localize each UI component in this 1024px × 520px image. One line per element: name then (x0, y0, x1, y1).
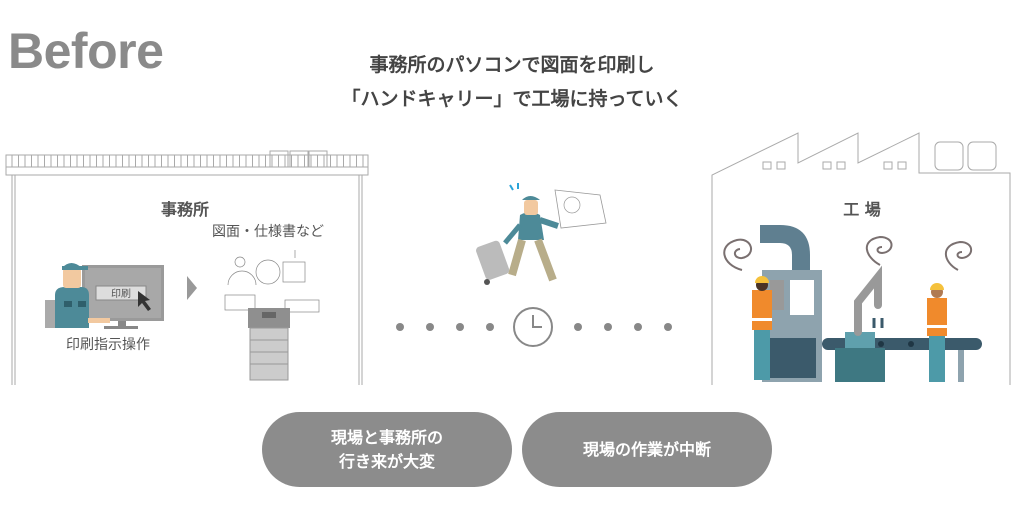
heading-line-2: 「ハンドキャリー」で工場に持っていく (341, 88, 683, 110)
factory-worker-1-icon (752, 276, 772, 380)
office-building (5, 150, 369, 385)
confusion-swirl-icons (723, 235, 973, 271)
factory-building (711, 132, 1011, 385)
factory-machine-icon (760, 225, 982, 382)
drawings-icon (224, 250, 320, 313)
timeline-dots (396, 323, 672, 331)
office-label: 事務所 (160, 200, 210, 219)
running-worker-icon (476, 183, 607, 285)
documents-label: 図面・仕様書など (212, 224, 324, 240)
problem-2-line-1: 現場の作業が中断 (582, 439, 711, 459)
print-action-label: 印刷指示操作 (66, 337, 150, 353)
printer-icon (248, 308, 290, 381)
cursor-icon (138, 291, 151, 311)
office-worker-at-computer-icon: 印刷 (45, 263, 164, 329)
factory-worker-2-icon (927, 283, 947, 382)
problem-badge-interruption: 現場の作業が中断 (522, 412, 772, 487)
problem-1-line-2: 行き来が大変 (338, 451, 435, 471)
factory-label: 工 場 (843, 200, 881, 219)
heading-line-1: 事務所のパソコンで図面を印刷し (369, 54, 655, 76)
problem-badge-travel: 現場と事務所の行き来が大変 (262, 412, 512, 487)
problem-1-line-1: 現場と事務所の (330, 427, 443, 447)
arrow-right-icon (187, 276, 197, 300)
title-before: Before (8, 23, 164, 79)
print-button-label: 印刷 (111, 288, 131, 300)
clock-icon (513, 307, 553, 347)
